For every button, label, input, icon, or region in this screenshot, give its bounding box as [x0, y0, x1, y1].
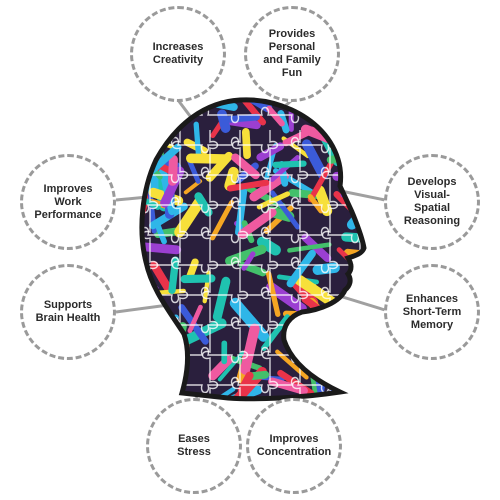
- mosaic-stroke: [240, 323, 260, 375]
- mosaic-stroke: [217, 109, 231, 133]
- mosaic-stroke: [241, 128, 251, 160]
- mosaic-stroke: [294, 274, 341, 310]
- mosaic-stroke: [346, 99, 364, 111]
- benefit-label: Increases Creativity: [152, 41, 204, 66]
- mosaic-stroke: [287, 242, 332, 253]
- benefit-label: Supports Brain Health: [35, 299, 101, 324]
- mosaic-stroke: [141, 242, 182, 255]
- mosaic-stroke: [309, 99, 362, 112]
- benefit-label: Eases Stress: [177, 433, 211, 458]
- mosaic-stroke: [141, 365, 176, 399]
- mosaic-stroke: [222, 113, 260, 124]
- mosaic-stroke: [141, 306, 150, 353]
- mosaic-stroke: [168, 154, 178, 186]
- mosaic-stroke: [160, 166, 185, 208]
- mosaic-stroke: [163, 337, 179, 359]
- benefit-brain-health: Supports Brain Health: [20, 264, 116, 360]
- puzzle-seam: [141, 226, 364, 244]
- puzzle-seam: [261, 130, 279, 399]
- mosaic-stroke: [307, 194, 324, 214]
- benefit-improves-concentration: Improves Concentration: [246, 398, 342, 494]
- benefit-label: Provides Personal and Family Fun: [263, 28, 321, 79]
- mosaic-stroke: [256, 191, 291, 210]
- puzzle-mosaic: [141, 99, 364, 399]
- mosaic-stroke: [282, 126, 316, 147]
- mosaic-stroke: [331, 299, 364, 320]
- benefit-personal-family-fun: Provides Personal and Family Fun: [244, 6, 340, 102]
- mosaic-stroke: [149, 350, 167, 385]
- mosaic-stroke: [174, 196, 205, 238]
- mosaic-stroke: [141, 383, 151, 399]
- benefit-increases-creativity: Increases Creativity: [130, 6, 226, 102]
- mosaic-stroke: [155, 223, 167, 245]
- mosaic-stroke: [187, 158, 201, 184]
- mosaic-stroke: [194, 192, 213, 217]
- mosaic-stroke: [148, 122, 167, 136]
- mosaic-stroke: [168, 256, 180, 294]
- mosaic-stroke: [312, 321, 339, 345]
- mosaic-stroke: [351, 269, 364, 299]
- mosaic-stroke: [301, 139, 328, 181]
- mosaic-stroke: [241, 251, 256, 271]
- mosaic-stroke: [212, 276, 231, 322]
- mosaic-stroke: [314, 185, 333, 217]
- mosaic-stroke: [237, 371, 254, 394]
- mosaic-stroke: [348, 336, 364, 349]
- mosaic-stroke: [150, 261, 174, 295]
- mosaic-stroke: [266, 105, 285, 127]
- mosaic-stroke: [145, 105, 173, 127]
- benefit-label: Improves Work Performance: [34, 182, 102, 221]
- puzzle-seam: [201, 130, 219, 399]
- mosaic-stroke: [355, 145, 364, 155]
- mosaic-stroke: [152, 106, 176, 123]
- benefit-visual-spatial-reasoning: Develops Visual-Spatial Reasoning: [384, 154, 480, 250]
- mosaic-stroke: [241, 99, 267, 126]
- mosaic-stroke: [335, 112, 364, 150]
- mosaic-stroke: [148, 143, 182, 174]
- mosaic-stroke: [226, 179, 270, 192]
- mosaic-stroke: [176, 340, 190, 381]
- mosaic-stroke: [330, 336, 364, 351]
- mosaic-stroke: [341, 115, 353, 140]
- benefit-label: Improves Concentration: [256, 433, 332, 458]
- mosaic-stroke: [180, 274, 216, 284]
- puzzle-seam: [351, 130, 364, 399]
- benefit-eases-stress: Eases Stress: [146, 398, 242, 494]
- mosaic-stroke: [303, 327, 333, 345]
- benefit-work-performance: Improves Work Performance: [20, 154, 116, 250]
- mosaic-stroke: [225, 244, 267, 266]
- mosaic-stroke: [156, 356, 180, 391]
- mosaic-stroke: [354, 114, 364, 128]
- mosaic-stroke: [266, 282, 307, 314]
- mosaic-stroke: [286, 249, 316, 288]
- mosaic-stroke: [146, 329, 179, 344]
- benefit-label: Develops Visual-Spatial Reasoning: [403, 176, 461, 227]
- mosaic-stroke: [229, 99, 273, 113]
- mosaic-stroke: [256, 236, 281, 256]
- mosaic-stroke: [352, 362, 364, 382]
- head-outline: [139, 97, 367, 402]
- mosaic-stroke: [150, 354, 176, 377]
- mosaic-stroke: [187, 304, 203, 334]
- mosaic-stroke: [341, 232, 364, 245]
- mosaic-stroke: [210, 200, 235, 241]
- mosaic-stroke: [249, 171, 289, 202]
- mosaic-stroke: [141, 288, 186, 297]
- benefit-label: Enhances Short-Term Memory: [402, 292, 462, 331]
- mosaic-stroke: [141, 319, 150, 359]
- mosaic-stroke: [261, 314, 291, 351]
- mosaic-stroke: [193, 121, 202, 161]
- mosaic-stroke: [272, 160, 307, 169]
- mosaic-stroke: [275, 349, 309, 380]
- head-silhouette: [139, 97, 367, 402]
- puzzle-seam: [231, 130, 249, 399]
- mosaic-stroke: [237, 207, 277, 239]
- mosaic-stroke: [141, 368, 187, 393]
- benefit-short-term-memory: Enhances Short-Term Memory: [384, 264, 480, 360]
- mosaic-stroke: [231, 153, 260, 180]
- mosaic-stroke: [186, 153, 230, 164]
